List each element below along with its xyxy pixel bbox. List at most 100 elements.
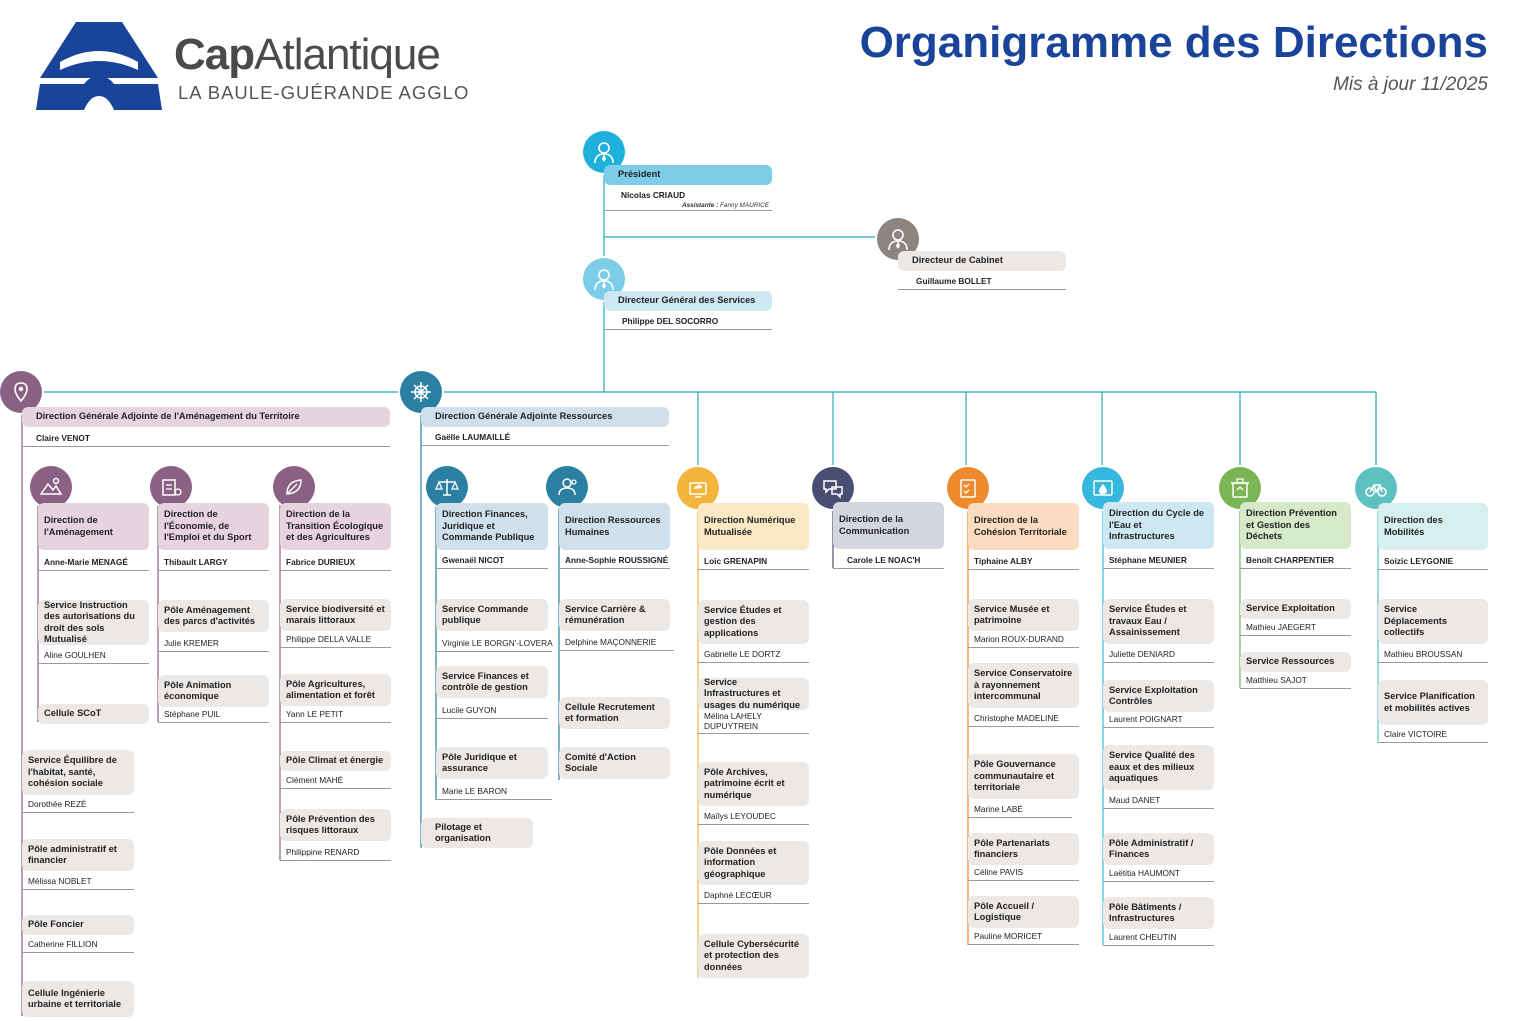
service-infrastructures-name: Mélina LAHELY DUPUYTREIN (698, 711, 809, 734)
pole-administratif-name: Mélissa NOBLET (22, 874, 134, 890)
pole-prevention-name: Philippine RENARD (280, 845, 391, 861)
direction-finances-box: Direction Finances, Juridique et Command… (436, 503, 548, 550)
pole-batiments-box: Pôle Bâtiments / Infrastructures (1103, 897, 1214, 929)
service-conservatoire-name: Christophe MADELINE (968, 711, 1079, 727)
dga-amenagement-box: Direction Générale Adjointe de l'Aménage… (22, 407, 390, 427)
service-habitat-box: Service Équilibre de l'habitat, santé, c… (22, 750, 134, 795)
pole-archives-name: Maïlys LEYOUDEC (698, 809, 809, 825)
direction-cohesion-box: Direction de la Cohésion Territoriale (968, 503, 1079, 550)
cabinet-box: Directeur de Cabinet (898, 251, 1066, 271)
pole-parcs-name: Julie KREMER (158, 636, 269, 652)
direction-amenagement-name: Anne-Marie MENAGÉ (38, 555, 149, 571)
direction-cohesion-name: Tiphaine ALBY (968, 554, 1079, 570)
checklist-icon (947, 467, 989, 509)
service-qualite-eaux-name: Maud DANET (1103, 793, 1214, 809)
direction-transition-box: Direction de la Transition Écologique et… (280, 503, 391, 550)
service-carriere-name: Delphine MAÇONNERIE (559, 635, 674, 651)
service-etudes-eau-box: Service Études et travaux Eau / Assainis… (1103, 599, 1214, 644)
direction-rh-name: Anne-Sophie ROUSSIGNÉ (559, 553, 670, 569)
page-title: Organigramme des Directions (859, 18, 1488, 67)
service-conservatoire-box: Service Conservatoire à rayonnement inte… (968, 663, 1079, 708)
service-instruction-box: Service Instruction des autorisations du… (38, 600, 149, 645)
direction-economie-name: Thibault LARGY (158, 555, 269, 571)
direction-communication-box: Direction de la Communication (833, 502, 944, 549)
pole-administratif-box: Pôle administratif et financier (22, 839, 134, 871)
dga-ressources-box: Direction Générale Adjointe Ressources (421, 407, 669, 427)
service-infrastructures-box: Service Infrastructures et usages du num… (698, 677, 809, 710)
service-instruction-name: Aline GOULHEN (38, 648, 149, 664)
direction-transition-name: Fabrice DURIEUX (280, 555, 391, 571)
balance-scale-icon (426, 466, 468, 508)
direction-cycle-eau-box: Direction du Cycle de l'Eau et Infrastru… (1103, 502, 1214, 549)
pole-accueil-name: Pauline MORICET (968, 929, 1079, 945)
pole-climat-name: Clément MAHÉ (280, 773, 391, 789)
pole-donnees-box: Pôle Données et information géographique (698, 841, 809, 885)
pole-donnees-name: Daphné LECŒUR (698, 888, 809, 904)
service-deplacements-name: Mathieu BROUSSAN (1378, 647, 1488, 663)
pilotage-box: Pilotage et organisation (421, 818, 533, 848)
president-name: Nicolas CRIAUD (621, 190, 686, 200)
service-planification-name: Claire VICTOIRE (1378, 727, 1488, 743)
direction-numerique-name: Loïc GRENAPIN (698, 554, 809, 570)
capatlantique-logo-icon (36, 22, 162, 110)
dga-amenagement-name: Claire VENOT (22, 431, 390, 447)
pole-admin-finances-box: Pôle Administratif / Finances (1103, 833, 1214, 865)
bicycle-icon (1355, 467, 1397, 509)
president-box: Président (604, 165, 772, 185)
pole-admin-finances-name: Laëtitia HAUMONT (1103, 866, 1214, 882)
pole-juridique-box: Pôle Juridique et assurance (436, 747, 548, 779)
pole-animation-box: Pôle Animation économique (158, 675, 269, 707)
president-divider (604, 210, 772, 211)
service-etudes-eau-name: Juliette DENIARD (1103, 647, 1214, 663)
pole-partenariats-name: Céline PAVIS (968, 865, 1079, 881)
pole-accueil-box: Pôle Accueil / Logistique (968, 896, 1079, 928)
service-deplacements-box: Service Déplacements collectifs (1378, 599, 1488, 644)
economy-chart-icon (150, 466, 192, 508)
direction-numerique-box: Direction Numérique Mutualisée (698, 503, 809, 550)
direction-mobilites-box: Direction des Mobilités (1378, 503, 1488, 550)
service-carriere-box: Service Carrière & rémunération (559, 599, 670, 631)
pole-climat-box: Pôle Climat et énergie (280, 751, 391, 771)
pole-agricultures-name: Yann LE PETIT (280, 707, 391, 723)
cellule-scot-box: Cellule SCoT (38, 704, 149, 724)
pole-foncier-box: Pôle Foncier (22, 915, 134, 935)
dgs-name: Philippe DEL SOCORRO (604, 314, 772, 330)
pole-parcs-box: Pôle Aménagement des parcs d'activités (158, 600, 269, 632)
pole-agricultures-box: Pôle Agricultures, alimentation et forêt (280, 674, 391, 706)
service-etudes-applications-name: Gabrielle LE DORTZ (698, 647, 809, 663)
service-commande-name: Virginie LE BORGN'-LOVERA (436, 636, 553, 652)
brand-subtitle: LA BAULE-GUÉRANDE AGGLO (178, 82, 470, 103)
direction-dechets-box: Direction Prévention et Gestion des Déch… (1240, 502, 1351, 549)
service-exploitation-controles-name: Laurent POIGNART (1103, 712, 1214, 728)
service-biodiversite-box: Service biodiversité et marais littoraux (280, 599, 391, 631)
pole-batiments-name: Laurent CHEUTIN (1103, 930, 1214, 946)
direction-rh-box: Direction Ressources Humaines (559, 503, 670, 550)
service-habitat-name: Dorothée REZÉ (22, 797, 134, 813)
service-planification-box: Service Planification et mobilités activ… (1378, 680, 1488, 725)
direction-amenagement-box: Direction de l'Aménagement (38, 503, 149, 550)
president-assistant: Assistante : Fanny MAURICE (682, 202, 770, 209)
update-date: Mis à jour 11/2025 (1333, 74, 1488, 95)
pole-animation-name: Stéphane PUIL (158, 707, 269, 723)
dga-ressources-name: Gaëlle LAUMAILLÉ (421, 430, 669, 446)
service-etudes-applications-box: Service Études et gestion des applicatio… (698, 600, 809, 644)
pole-partenariats-box: Pôle Partenariats financiers (968, 833, 1079, 865)
service-finances-box: Service Finances et contrôle de gestion (436, 666, 548, 698)
pole-juridique-name: Marie LE BARON (436, 784, 552, 800)
landscape-icon (30, 466, 72, 508)
service-exploitation-dechets-name: Mathieu JAEGERT (1240, 620, 1351, 636)
service-ressources-dechets-name: Matthieu SAJOT (1240, 673, 1351, 689)
pole-gouvernance-name: Marine LABÉ (968, 802, 1072, 818)
pole-gouvernance-box: Pôle Gouvernance communautaire et territ… (968, 754, 1079, 799)
cellule-ingenierie-box: Cellule Ingénierie urbaine et territoria… (22, 981, 134, 1017)
service-qualite-eaux-box: Service Qualité des eaux et des milieux … (1103, 745, 1214, 790)
pole-foncier-name: Catherine FILLION (22, 937, 134, 953)
people-icon (546, 466, 588, 508)
service-ressources-dechets-box: Service Ressources (1240, 652, 1351, 672)
cabinet-name: Guillaume BOLLET (898, 274, 1066, 290)
service-exploitation-dechets-box: Service Exploitation (1240, 599, 1351, 619)
service-musee-box: Service Musée et patrimoine (968, 599, 1079, 631)
cellule-recrutement-box: Cellule Recrutement et formation (559, 697, 670, 729)
map-pin-icon (0, 371, 42, 413)
